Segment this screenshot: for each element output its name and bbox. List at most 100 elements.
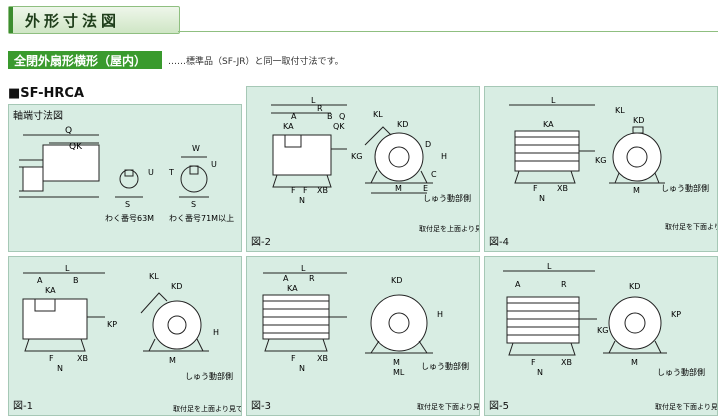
fig5-A: A: [515, 280, 521, 289]
fig1-A: A: [37, 276, 43, 285]
fig2-drawing: L R A B Q KA QK KL KD D H C KG F F XB N …: [271, 96, 479, 233]
fig2-F2: F: [303, 186, 308, 195]
fig2-D: D: [425, 140, 431, 149]
fig5-KG: KG: [597, 326, 608, 335]
fig3-note: 取付足を下面より見て: [417, 402, 479, 411]
fig1-M: M: [169, 356, 176, 365]
panel-fig3: L R A KA KD H F XB N M ML しゅう動部側 取付足を下面よ…: [246, 256, 480, 416]
fig3-A: A: [283, 274, 289, 283]
section-note: ……標準品（SF-JR）と同一取付寸法です。: [168, 57, 344, 67]
title-rule: [178, 31, 718, 32]
page-title: 外形寸法図: [25, 12, 121, 30]
fig1-label: 図-1: [13, 401, 33, 412]
fig1-KD: KD: [171, 282, 182, 291]
fig2-M: M: [395, 184, 402, 193]
fig3-R: R: [309, 274, 315, 283]
fig2-KL: KL: [373, 110, 383, 119]
fig4-L: L: [551, 96, 556, 105]
fig5-conduit: しゅう動部側: [657, 367, 705, 377]
fig2-conduit: しゅう動部側: [423, 193, 471, 203]
fig4-M: M: [633, 186, 640, 195]
fig2-E: E: [423, 184, 428, 193]
shaft-title: 軸端寸法図: [13, 111, 63, 122]
fig5-note: 取付足を下面より見て: [655, 402, 717, 411]
fig2-F: F: [291, 186, 296, 195]
fig2-R: R: [317, 104, 323, 113]
shaft-drawing: Q QK S U W U T S わく番号63M わく番号71M以上: [19, 126, 234, 223]
fig5-label: 図-5: [489, 401, 509, 412]
fig3-M: M: [393, 358, 400, 367]
fig5-M: M: [631, 358, 638, 367]
dim-T: T: [168, 168, 174, 177]
fig2-label: 図-2: [251, 237, 271, 248]
section-label: 全閉外扇形横形（屋内）: [14, 54, 147, 68]
model-name: ■SF-HRCA: [8, 86, 85, 101]
fig2-H: H: [441, 152, 447, 161]
fig4-conduit: しゅう動部側: [661, 183, 709, 193]
fig1-drawing: L A B KA KL KD KP F XB N M H しゅう動部側 取付足を…: [22, 264, 241, 413]
fig3-N: N: [299, 364, 305, 373]
dim-U-71: U: [211, 160, 217, 169]
fig1-KL: KL: [149, 272, 159, 281]
panel-fig1: L A B KA KL KD KP F XB N M H しゅう動部側 取付足を…: [8, 256, 242, 416]
fig4-XB: XB: [557, 184, 568, 193]
dim-U-63: U: [148, 168, 154, 177]
fig1-B: B: [73, 276, 79, 285]
title-accent: [9, 7, 13, 33]
fig3-H: H: [437, 310, 443, 319]
fig2-C: C: [431, 170, 437, 179]
fig2-KG: KG: [351, 152, 362, 161]
fig2-L: L: [311, 96, 316, 105]
fig4-drawing: L KL KD KA F XB N M KG しゅう動部側 取付足を下面より見て: [509, 96, 717, 231]
fig3-ML: ML: [393, 368, 405, 377]
fig3-XB: XB: [317, 354, 328, 363]
section-header: 全閉外扇形横形（屋内）: [8, 51, 162, 69]
fig2-A: A: [291, 112, 297, 121]
fig5-KP: KP: [671, 310, 681, 319]
fig3-conduit: しゅう動部側: [421, 361, 469, 371]
fig4-label: 図-4: [489, 237, 509, 248]
panel-fig5: L A R KD KP KG F XB N M しゅう動部側 取付足を下面より見…: [484, 256, 718, 416]
fig3-drawing: L R A KA KD H F XB N M ML しゅう動部側 取付足を下面よ…: [262, 264, 479, 411]
fig3-KA: KA: [287, 284, 298, 293]
fig3-F: F: [291, 354, 296, 363]
fig4-KG: KG: [595, 156, 606, 165]
fig5-F: F: [531, 358, 536, 367]
fig2-KD: KD: [397, 120, 408, 129]
fig5-N: N: [537, 368, 543, 377]
fig1-conduit: しゅう動部側: [185, 371, 233, 381]
fig1-note: 取付足を上面より見て: [173, 404, 241, 413]
fig2-note: 取付足を上面より見て: [419, 224, 479, 233]
panel-shaft: Q QK S U W U T S わく番号63M わく番号71M以上 軸端寸法図: [8, 104, 242, 252]
fig5-R: R: [561, 280, 567, 289]
dim-S-71: S: [191, 200, 196, 209]
page-title-bar: 外形寸法図: [8, 6, 180, 34]
fig2-N: N: [299, 196, 305, 205]
fig4-KD: KD: [633, 116, 644, 125]
fig5-drawing: L A R KD KP KG F XB N M しゅう動部側 取付足を下面より見…: [503, 262, 717, 411]
dim-W: W: [192, 144, 200, 153]
key-71m: わく番号71M以上: [169, 213, 234, 223]
fig3-KD: KD: [391, 276, 402, 285]
fig5-KD: KD: [629, 282, 640, 291]
fig2-B: B: [327, 112, 333, 121]
fig4-F: F: [533, 184, 538, 193]
fig1-KP: KP: [107, 320, 117, 329]
panel-fig2: L R A B Q KA QK KL KD D H C KG F F XB N …: [246, 86, 480, 252]
key-63m: わく番号63M: [105, 213, 154, 223]
fig3-label: 図-3: [251, 401, 271, 412]
fig4-N: N: [539, 194, 545, 203]
dim-QK: QK: [69, 142, 83, 152]
fig2-KA: KA: [283, 122, 294, 131]
dim-S-63: S: [125, 200, 130, 209]
fig5-L: L: [547, 262, 552, 271]
fig4-note: 取付足を下面より見て: [665, 222, 717, 231]
fig2-XB: XB: [317, 186, 328, 195]
fig1-KA: KA: [45, 286, 56, 295]
fig3-L: L: [301, 264, 306, 273]
fig4-KA: KA: [543, 120, 554, 129]
dim-Q: Q: [65, 126, 72, 136]
fig1-XB: XB: [77, 354, 88, 363]
fig1-H: H: [213, 328, 219, 337]
fig2-Q: Q: [339, 112, 345, 121]
